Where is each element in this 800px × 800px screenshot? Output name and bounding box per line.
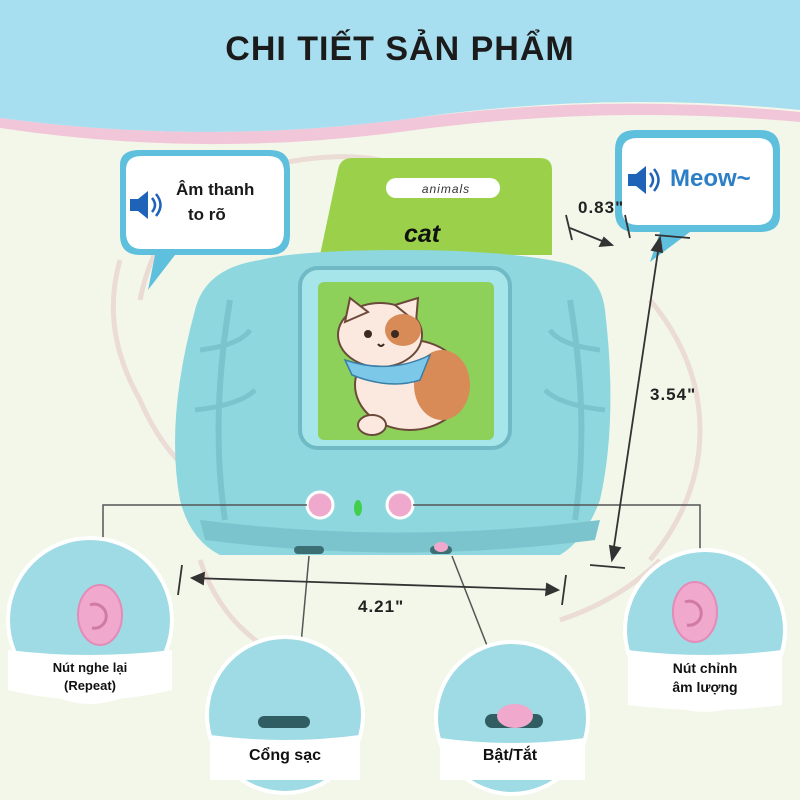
header-band <box>0 0 800 133</box>
speech-bubble-right <box>615 130 780 262</box>
speech-bubble-left <box>120 150 290 290</box>
cat-illustration <box>337 296 470 436</box>
dimension-width: 4.21" <box>358 597 405 616</box>
leader-lines <box>102 504 701 656</box>
bubble-left-line1: Âm thanh <box>176 180 255 199</box>
callout-volume-line1: Nút chỉnh <box>672 660 738 676</box>
led-indicator <box>354 500 362 516</box>
speaker-icon <box>628 166 660 194</box>
dimension-lines <box>177 214 691 606</box>
dimension-depth: 0.83" <box>578 198 625 217</box>
power-switch <box>434 542 448 552</box>
callout-repeat-line2: (Repeat) <box>63 678 116 693</box>
bubble-left-line2: to rõ <box>188 205 226 224</box>
card-word: cat <box>404 220 441 248</box>
callout-circle-power <box>434 640 590 796</box>
page-title: CHI TIẾT SẢN PHẨM <box>225 30 575 68</box>
callout-charge-label: Cổng sạc <box>248 747 321 764</box>
callout-volume-line2: âm lượng <box>672 679 738 695</box>
callout-repeat-line1: Nút nghe lại <box>52 660 128 675</box>
card-category: animals <box>421 182 471 196</box>
flash-card <box>320 158 552 255</box>
repeat-button <box>305 490 335 520</box>
dimension-height: 3.54" <box>650 385 697 404</box>
charging-port <box>294 546 324 554</box>
callout-power-label: Bật/Tắt <box>482 747 538 764</box>
bubble-right-text: Meow~ <box>670 165 751 192</box>
callout-circle-charge <box>205 635 365 795</box>
header-pink-wave <box>0 103 800 145</box>
callout-circle-repeat <box>6 536 174 704</box>
speaker-icon <box>130 191 162 219</box>
volume-button <box>385 490 415 520</box>
callout-circle-volume <box>623 548 787 712</box>
